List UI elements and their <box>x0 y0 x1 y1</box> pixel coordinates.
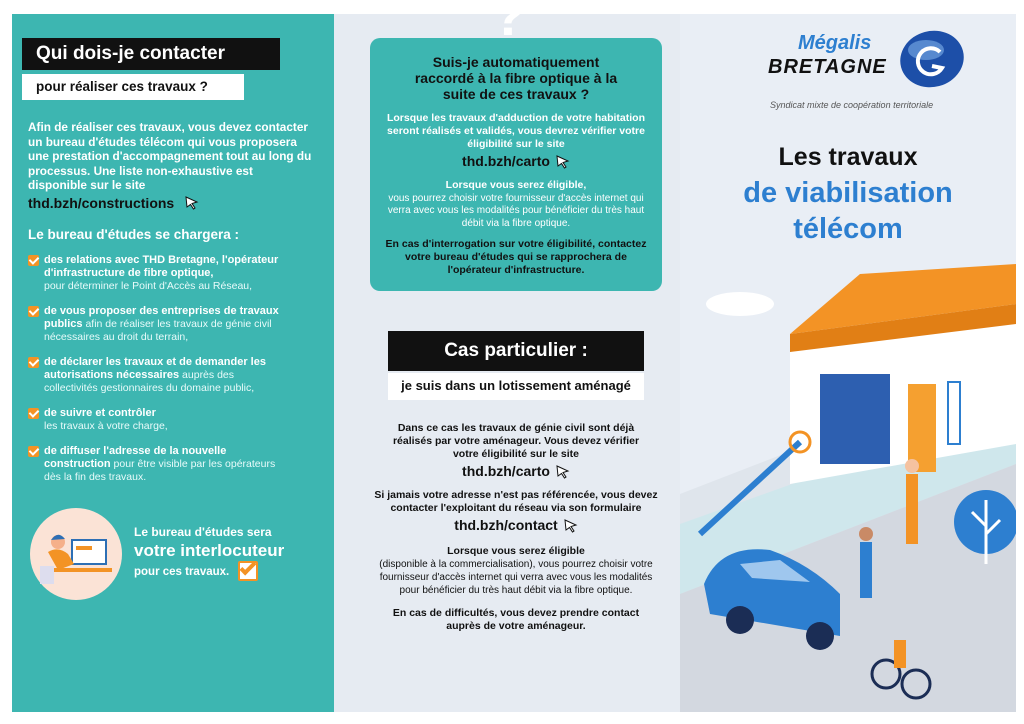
case-subtitle: je suis dans un lotissement aménagé <box>388 373 644 400</box>
duty-item: de diffuser l'adresse de la nouvelle con… <box>28 445 284 484</box>
cursor-icon <box>185 196 199 210</box>
footer-line1: Le bureau d'études sera <box>134 524 272 539</box>
footer-block: Le bureau d'études sera votre interlocut… <box>28 506 318 602</box>
question-text-2: Lorsque vous serez éligible,vous pourrez… <box>387 179 645 229</box>
duty-item: de déclarer les travaux et de demander l… <box>28 356 278 395</box>
question-text-1: Lorsque les travaux d'adduction de votre… <box>386 112 646 150</box>
check-icon <box>28 445 39 457</box>
logo-bretagne: BRETAGNE <box>768 56 887 78</box>
constructions-link[interactable]: thd.bzh/constructions <box>28 194 175 211</box>
carto-link-2[interactable]: thd.bzh/carto <box>462 463 550 479</box>
duties-heading: Le bureau d'études se chargera : <box>28 226 240 242</box>
question-title: Suis-je automatiquement raccordé à la fi… <box>414 54 618 102</box>
case-text-3: Lorsque vous serez éligible(disponible à… <box>379 545 653 596</box>
contact-subtitle: pour réaliser ces travaux ? <box>22 74 244 100</box>
megalis-logo-icon <box>900 30 964 88</box>
footer-line2: votre interlocuteur <box>134 540 285 560</box>
cover-title-2: de viabilisation <box>743 177 953 209</box>
case-text-2: Si jamais votre adresse n'est pas référe… <box>374 489 658 514</box>
carto-link[interactable]: thd.bzh/carto <box>462 153 550 169</box>
intro-text: Afin de réaliser ces travaux, vous devez… <box>28 120 312 192</box>
cover-title-1: Les travaux <box>778 143 918 171</box>
middle-panel: ? Suis-je automatiquement raccordé à la … <box>334 0 680 712</box>
logo-tagline: Syndicat mixte de coopération territoria… <box>770 100 934 110</box>
case-text-1: Dans ce cas les travaux de génie civil s… <box>392 422 640 460</box>
check-icon <box>28 254 39 266</box>
duty-item: des relations avec THD Bretagne, l'opéra… <box>28 254 324 293</box>
contact-title: Qui dois-je contacter <box>22 38 280 70</box>
left-panel: Qui dois-je contacter pour réaliser ces … <box>12 14 334 712</box>
office-worker-illustration <box>30 507 122 600</box>
cursor-icon <box>556 464 570 479</box>
logo-megalis: Mégalis <box>798 32 872 54</box>
car-icon <box>704 549 840 650</box>
cursor-icon <box>556 154 570 169</box>
footer-line3: pour ces travaux. <box>134 565 230 578</box>
check-icon <box>28 305 39 317</box>
big-check-icon <box>238 558 259 582</box>
case-title: Cas particulier : <box>388 331 644 371</box>
check-icon <box>28 407 39 419</box>
contact-link[interactable]: thd.bzh/contact <box>454 517 558 533</box>
question-box: ? Suis-je automatiquement raccordé à la … <box>370 0 662 291</box>
cover-panel: Mégalis BRETAGNE Syndicat mixte de coopé… <box>680 14 1016 712</box>
house-street-illustration <box>680 264 1016 712</box>
check-icon <box>28 356 39 368</box>
cover-title-3: télécom <box>793 213 903 245</box>
case-text-4: En cas de difficultés, vous devez prendr… <box>392 607 640 632</box>
cursor-icon <box>564 518 578 533</box>
question-text-3: En cas d'interrogation sur votre éligibi… <box>385 238 647 276</box>
duty-item: de vous proposer des entreprises de trav… <box>28 305 304 344</box>
question-mark-icon: ? <box>492 0 527 47</box>
